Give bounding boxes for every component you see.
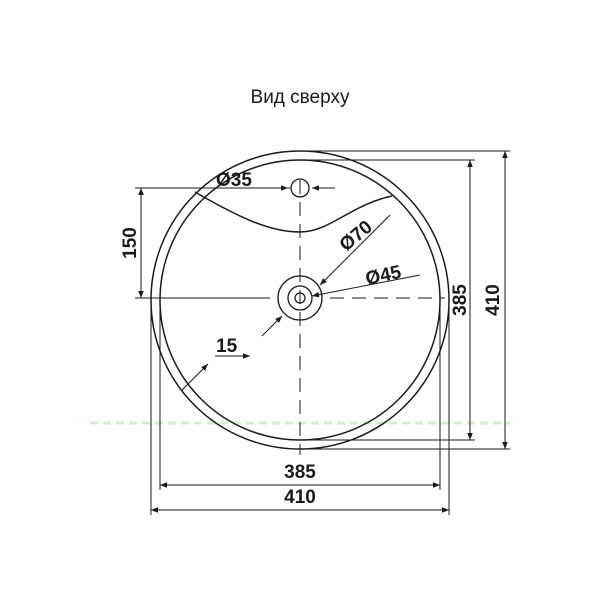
- view-title: Вид сверху: [250, 87, 350, 108]
- centre-lines: [148, 180, 445, 455]
- dim-drain-inner-diameter: Ø45: [364, 262, 404, 290]
- dim-inner-width: 385: [284, 462, 316, 483]
- drain: [277, 275, 323, 321]
- dim-tap-hole-diameter: Ø35: [216, 170, 252, 191]
- drain-inner-ring: [287, 285, 313, 311]
- tap-hole: [290, 178, 310, 198]
- dim-inner-height: 385: [450, 284, 471, 316]
- dim-outer-height: 410: [483, 284, 504, 316]
- dim-outer-width: 410: [284, 487, 316, 508]
- extension-lines: [135, 150, 510, 515]
- dim-rim-width: 15: [216, 336, 238, 357]
- drain-outer-ring: [277, 275, 323, 321]
- dimension-lines: [138, 151, 508, 513]
- dim-tap-hole-offset: 150: [120, 227, 141, 259]
- dim-drain-outer-diameter: Ø70: [336, 217, 377, 256]
